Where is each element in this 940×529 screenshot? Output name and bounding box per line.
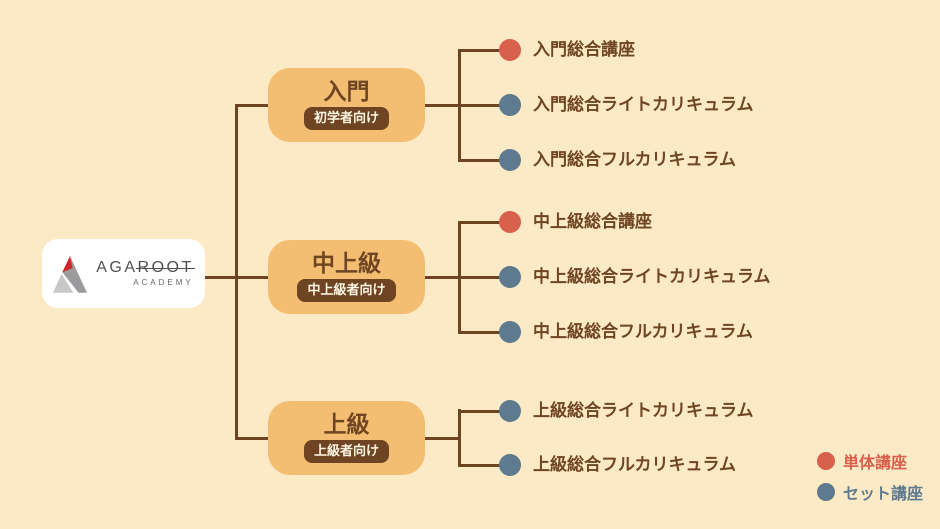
agaroot-logo-text: AGAROOT ACADEMY: [96, 259, 195, 287]
course-label: 入門総合講座: [533, 39, 635, 59]
connector-branch3-row1: [458, 410, 500, 413]
connector-node3-stub: [425, 437, 461, 440]
level-title: 上級: [323, 411, 370, 438]
course-dot: [499, 400, 521, 422]
single-course-dot-icon: [817, 452, 835, 470]
level-badge: 初学者向け: [303, 107, 389, 130]
level-badge: 中上級者向け: [297, 279, 396, 302]
course-label: 中上級総合ライトカリキュラム: [533, 266, 771, 286]
course-dot: [499, 454, 521, 476]
connector-branch3-vertical: [458, 409, 461, 466]
connector-branch3-row2: [458, 464, 500, 467]
connector-trunk-to-node-3: [235, 437, 268, 440]
course-label: 上級総合フルカリキュラム: [533, 454, 736, 474]
connector-trunk-vertical: [235, 104, 238, 440]
course-label: 入門総合フルカリキュラム: [533, 149, 736, 169]
connector-node1-stub: [425, 104, 461, 107]
course-dot: [499, 149, 521, 171]
logo-name-text: AGAROOT: [96, 259, 194, 276]
course-dot: [499, 211, 521, 233]
legend-item-single-course: 単体講座: [817, 450, 923, 472]
course-label: 上級総合ライトカリキュラム: [533, 400, 754, 420]
connector-branch2-row2: [458, 276, 500, 279]
course-dot: [499, 39, 521, 61]
logo-subtitle: ACADEMY: [133, 278, 194, 287]
legend-item-set-course: セット講座: [817, 481, 923, 503]
connector-branch2-row3: [458, 331, 500, 334]
course-label: 中上級総合講座: [533, 211, 652, 231]
course-dot: [499, 94, 521, 116]
level-title: 入門: [323, 78, 370, 105]
logo-strikethrough-line: [136, 267, 195, 270]
course-dot: [499, 321, 521, 343]
level-node-beginner: 入門 初学者向け: [268, 68, 425, 142]
legend-label: セット講座: [843, 486, 924, 503]
connector-node2-stub: [425, 276, 461, 279]
set-course-dot-icon: [817, 483, 835, 501]
connector-branch1-row1: [458, 49, 500, 52]
level-node-advanced: 上級 上級者向け: [268, 401, 425, 475]
level-badge: 上級者向け: [303, 440, 389, 463]
connector-trunk-to-node-1: [235, 104, 268, 107]
connector-branch1-row2: [458, 104, 500, 107]
agaroot-triangle-icon: [53, 255, 88, 293]
legend: 単体講座 セット講座: [817, 450, 923, 503]
level-title: 中上級: [312, 250, 381, 277]
course-label: 中上級総合フルカリキュラム: [533, 321, 753, 341]
agaroot-logo-card: AGAROOT ACADEMY: [42, 239, 205, 308]
course-label: 入門総合ライトカリキュラム: [533, 94, 754, 114]
legend-label: 単体講座: [843, 455, 908, 472]
connector-branch1-row3: [458, 159, 500, 162]
connector-branch2-row1: [458, 221, 500, 224]
logo-wordmark: AGAROOT: [96, 259, 195, 276]
level-node-intermediate: 中上級 中上級者向け: [268, 240, 425, 314]
course-dot: [499, 266, 521, 288]
